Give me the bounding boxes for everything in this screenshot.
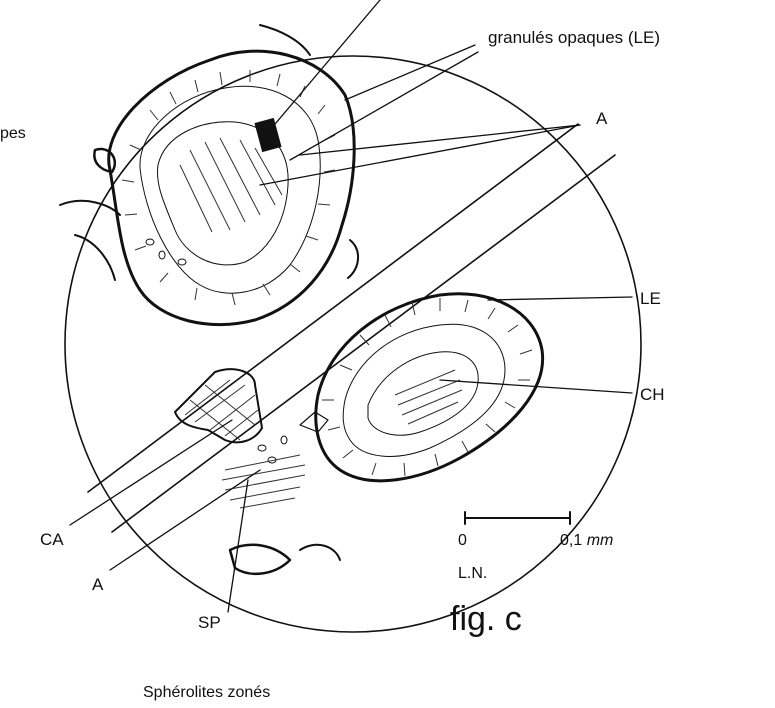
edge-fragments [60, 25, 358, 574]
upper-spherulite [109, 51, 354, 324]
scale-label-zero: 0 [458, 532, 467, 549]
label-granules-opaques: granulés opaques (LE) [488, 28, 660, 47]
label-ch: CH [640, 385, 665, 404]
label-sp: SP [198, 613, 221, 632]
label-a-bottom: A [92, 575, 104, 594]
scale-bar [465, 512, 570, 524]
vein-edge-upper [88, 124, 578, 492]
label-ca: CA [40, 530, 64, 549]
caption: Sphérolites zonés [143, 684, 270, 701]
label-pes: pes [0, 125, 26, 142]
label-le: LE [640, 289, 661, 308]
scale-label-value: 0,1 mm [560, 532, 613, 549]
small-spherulites [146, 239, 328, 508]
calcite-aggregate [175, 369, 262, 442]
label-ln: L.N. [458, 565, 487, 582]
label-a-top: A [596, 109, 608, 128]
figure-label: fig. c [450, 600, 522, 638]
opaque-granule [254, 118, 281, 152]
lower-spherulite [316, 294, 543, 481]
